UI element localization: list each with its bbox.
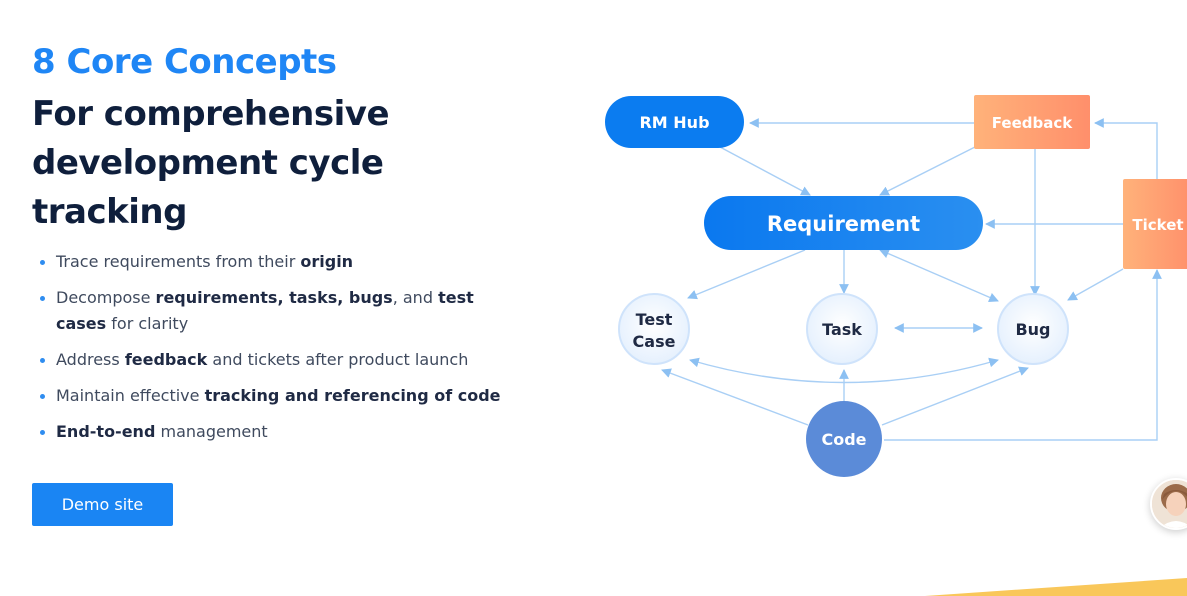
feature-text: , and bbox=[392, 288, 439, 307]
concept-diagram: RM Hub Feedback Requirement Ticket Test … bbox=[605, 95, 1187, 477]
test-case-node: Test Case bbox=[618, 293, 690, 365]
code-label: Code bbox=[821, 430, 866, 449]
diagram-connectors bbox=[661, 118, 1162, 441]
feature-text-emphasis: End-to-end bbox=[56, 422, 156, 441]
task-label: Task bbox=[822, 320, 862, 339]
ticket-label: Ticket bbox=[1132, 216, 1183, 234]
feature-text: Trace requirements from their bbox=[56, 252, 301, 271]
bug-node: Bug bbox=[997, 293, 1069, 365]
feature-text: management bbox=[155, 422, 268, 441]
feature-text-emphasis: tracking and referencing of code bbox=[204, 386, 501, 405]
section-eyebrow: 8 Core Concepts bbox=[32, 42, 337, 82]
code-node: Code bbox=[806, 401, 882, 477]
requirement-label: Requirement bbox=[767, 212, 920, 236]
feature-list-item: Trace requirements from their origin bbox=[40, 249, 520, 275]
requirement-node: Requirement bbox=[704, 196, 983, 250]
bullet-dot-icon bbox=[40, 430, 45, 435]
feature-text: and tickets after product launch bbox=[207, 350, 469, 369]
feature-list-item: Decompose requirements, tasks, bugs, and… bbox=[40, 285, 520, 337]
task-node: Task bbox=[806, 293, 878, 365]
feature-text: Address bbox=[56, 350, 125, 369]
bullet-dot-icon bbox=[40, 358, 45, 363]
test-case-label-line2: Case bbox=[633, 332, 676, 351]
feature-list-item: Address feedback and tickets after produ… bbox=[40, 347, 520, 373]
feature-list-item: Maintain effective tracking and referenc… bbox=[40, 383, 520, 409]
test-case-label-line1: Test bbox=[636, 310, 673, 329]
feature-text: Maintain effective bbox=[56, 386, 205, 405]
rm-hub-node: RM Hub bbox=[605, 96, 744, 148]
feature-text-emphasis: origin bbox=[300, 252, 354, 271]
feature-text: for clarity bbox=[106, 314, 189, 333]
bullet-dot-icon bbox=[40, 394, 45, 399]
demo-site-button[interactable]: Demo site bbox=[32, 483, 173, 526]
feature-text-emphasis: test cases bbox=[56, 288, 474, 333]
feedback-label: Feedback bbox=[992, 114, 1073, 132]
ticket-node: Ticket bbox=[1123, 179, 1187, 269]
page-title: For comprehensive development cycle trac… bbox=[32, 94, 390, 232]
feature-text-emphasis: feedback bbox=[124, 350, 208, 369]
feedback-node: Feedback bbox=[974, 95, 1090, 149]
support-chat-avatar[interactable] bbox=[1150, 478, 1187, 530]
bullet-dot-icon bbox=[40, 260, 45, 265]
rm-hub-label: RM Hub bbox=[639, 113, 709, 132]
feature-text: Decompose bbox=[56, 288, 156, 307]
feature-list-item: End-to-end management bbox=[40, 419, 520, 445]
avatar-icon bbox=[1152, 480, 1187, 528]
bullet-dot-icon bbox=[40, 296, 45, 301]
feature-text-emphasis: requirements, tasks, bugs bbox=[155, 288, 393, 307]
bug-label: Bug bbox=[1015, 320, 1050, 339]
